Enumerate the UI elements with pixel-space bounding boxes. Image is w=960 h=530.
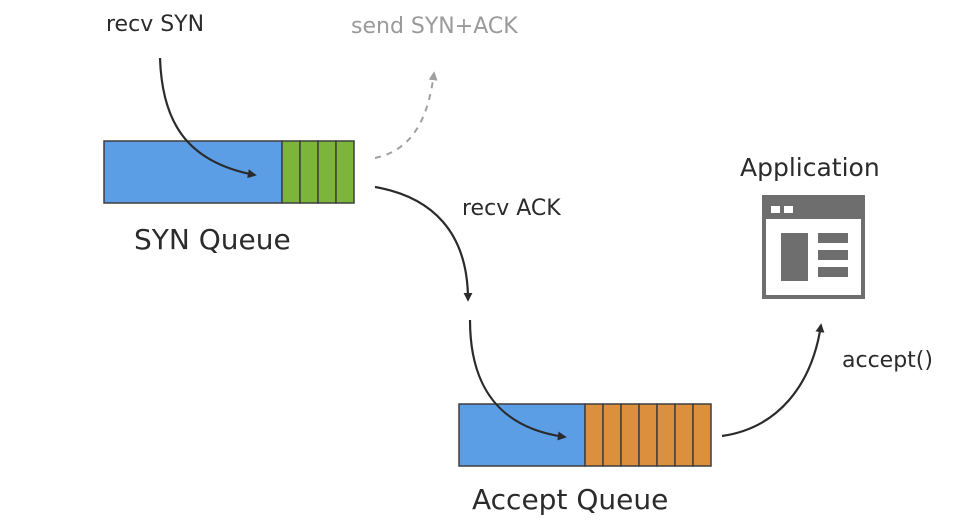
accept-queue-slot xyxy=(692,403,712,467)
accept-queue-slot xyxy=(584,403,604,467)
accept-queue-empty-area xyxy=(458,403,586,467)
to-accept-queue-arrow xyxy=(468,319,567,441)
send-syn-ack-arrow xyxy=(374,71,438,159)
accept-call-arrow xyxy=(721,323,825,438)
accept-queue xyxy=(458,403,712,467)
accept-queue-slot xyxy=(620,403,640,467)
accept-call-label: accept() xyxy=(842,348,933,373)
send-syn-ack-label: send SYN+ACK xyxy=(351,14,518,39)
syn-queue-slot xyxy=(317,140,337,204)
syn-queue-slots xyxy=(281,140,355,204)
recv-syn-label: recv SYN xyxy=(106,12,205,37)
syn-queue-slot xyxy=(299,140,319,204)
accept-queue-slot xyxy=(602,403,622,467)
syn-queue-label: SYN Queue xyxy=(134,223,291,256)
recv-ack-arrow xyxy=(374,185,473,302)
application-label: Application xyxy=(740,153,880,182)
syn-queue-empty-area xyxy=(103,140,283,204)
accept-queue-slot xyxy=(638,403,658,467)
accept-queue-label: Accept Queue xyxy=(472,483,669,516)
syn-queue-slot xyxy=(281,140,301,204)
recv-ack-label: recv ACK xyxy=(462,196,561,221)
accept-queue-slot xyxy=(674,403,694,467)
application-window-icon xyxy=(762,195,865,299)
accept-queue-slot xyxy=(656,403,676,467)
recv-syn-arrow xyxy=(158,57,257,179)
syn-queue xyxy=(103,140,355,204)
syn-queue-slot xyxy=(335,140,355,204)
accept-queue-slots xyxy=(584,403,712,467)
